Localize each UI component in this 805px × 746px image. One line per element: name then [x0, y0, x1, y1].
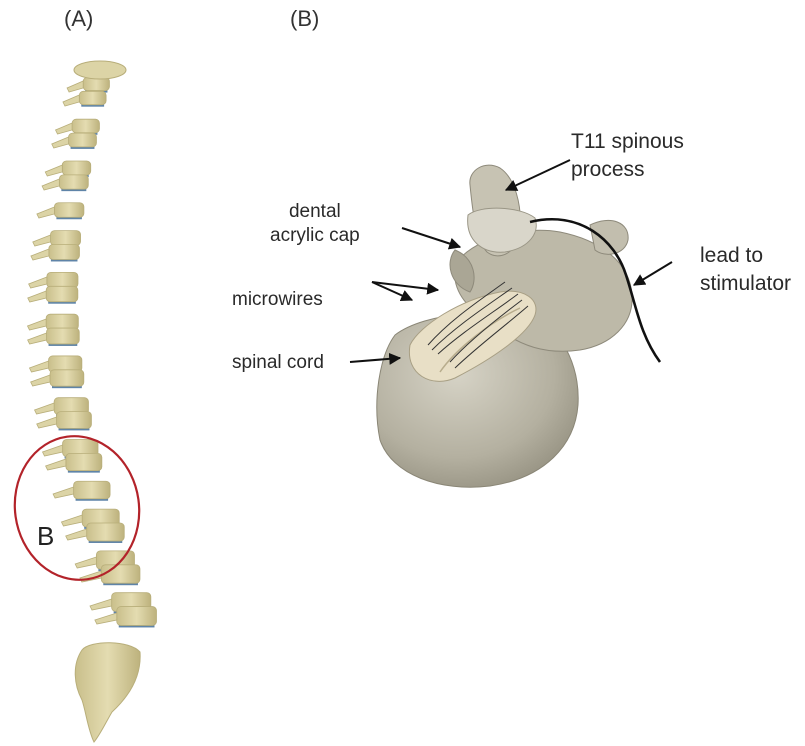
vertebra: [51, 231, 81, 246]
spinous-process: [67, 81, 83, 92]
spinous-process: [90, 599, 112, 610]
spinous-process: [63, 95, 79, 106]
spinous-process: [29, 361, 48, 372]
spinal-cord-label: spinal cord: [232, 351, 324, 375]
vertebra: [72, 119, 99, 133]
vertebra: [117, 607, 157, 626]
spinous-process: [56, 123, 73, 134]
vertebra: [79, 91, 106, 104]
spinous-process: [46, 459, 66, 470]
vertebra: [101, 565, 140, 583]
vertebra: [59, 175, 88, 189]
spinous-process: [31, 249, 49, 260]
vertebra: [66, 453, 102, 470]
arrow-dental-cap: [402, 228, 460, 247]
vertebra: [46, 314, 78, 330]
spinous-process: [66, 529, 87, 540]
spinous-process: [33, 235, 51, 246]
spinous-process: [37, 207, 55, 218]
dental-acrylic-cap-label: dental acrylic cap: [270, 200, 360, 248]
spinous-process: [95, 613, 117, 624]
vertebra: [74, 481, 111, 499]
spinous-process: [61, 515, 82, 526]
spinous-process: [28, 291, 46, 302]
spinous-process: [35, 403, 55, 414]
region-b-callout: B: [37, 521, 54, 552]
spinous-process: [45, 165, 62, 176]
vertebra: [49, 245, 80, 260]
spinous-process: [28, 319, 47, 330]
spinous-process: [28, 333, 47, 344]
vertebra: [87, 523, 125, 541]
spinous-process: [37, 417, 57, 428]
vertebra: [47, 272, 78, 287]
lead-to-stimulator-label: lead to stimulator: [700, 242, 791, 298]
spinous-process: [42, 179, 59, 190]
atlas: [74, 61, 126, 79]
vertebra: [46, 286, 78, 301]
sacrum: [75, 643, 140, 742]
vertebra: [69, 133, 97, 147]
spinous-process: [52, 137, 69, 148]
vertebra-model: [377, 165, 660, 487]
spine-illustration: [28, 61, 157, 742]
vertebra: [47, 328, 80, 344]
t11-spinous-process-label: T11 spinous process: [571, 128, 684, 184]
spinous-process: [75, 557, 96, 568]
panel-b-label: (B): [290, 6, 319, 32]
arrow-t11: [506, 160, 570, 190]
vertebra: [50, 370, 84, 386]
vertebra: [57, 412, 92, 429]
vertebra: [54, 203, 84, 218]
vertebra: [62, 161, 90, 175]
arrow-lead: [634, 262, 672, 285]
spinous-process: [43, 445, 63, 456]
spinous-process: [31, 375, 50, 386]
spinous-process: [53, 487, 73, 498]
spinous-process: [29, 277, 47, 288]
microwires-label: microwires: [232, 288, 323, 312]
panel-a-label: (A): [64, 6, 93, 32]
